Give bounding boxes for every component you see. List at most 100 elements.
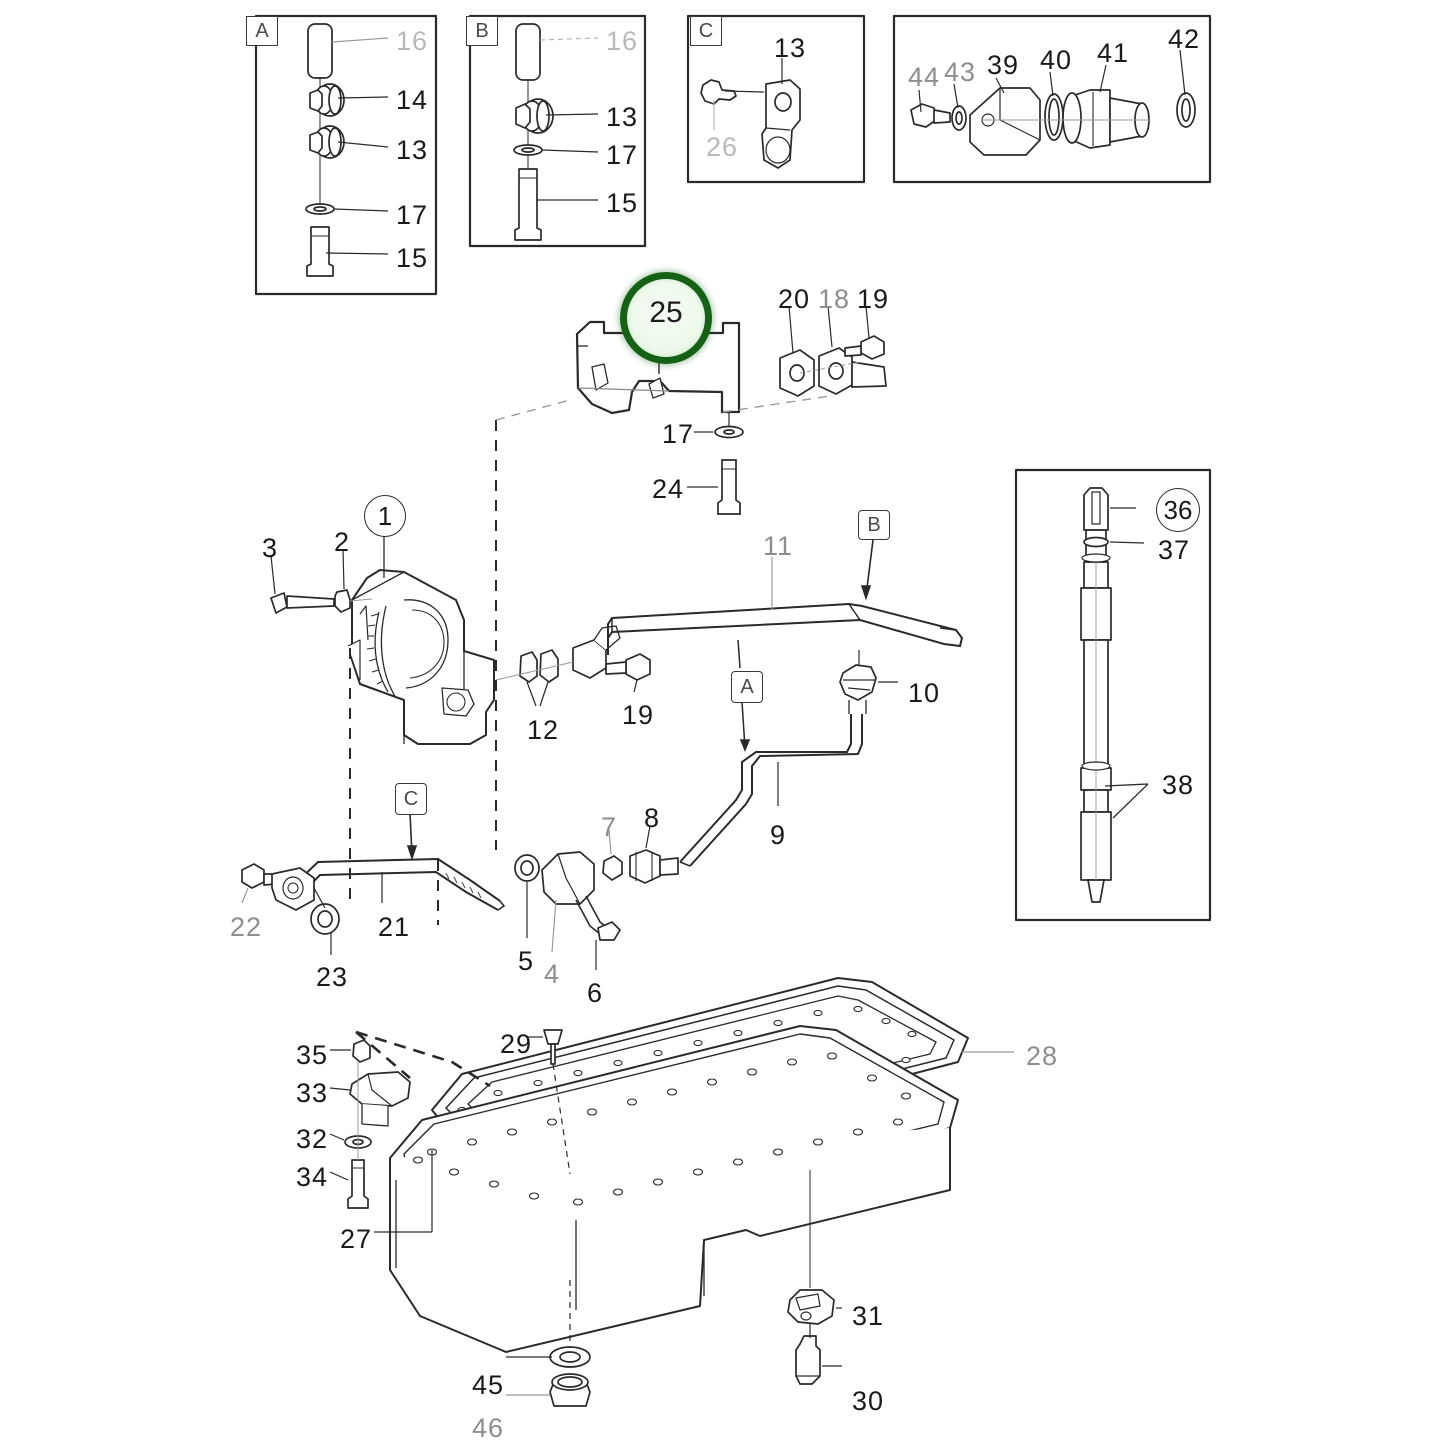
callout-29: 29 [500,1029,533,1059]
part-29-leader [528,1036,571,1175]
callout-8: 8 [644,803,661,833]
parts-21-22-23-leaders [313,872,383,955]
circled-callout-36: 36 [1156,488,1200,532]
dipstick-panel-frame [1014,468,1212,922]
detail-panel-d-frame [892,14,1212,184]
detail-panel-label-b: B [466,16,498,46]
parts-12-19-fittings [495,625,651,683]
callout-11: 11 [763,531,794,561]
bracket-33-guide [355,1030,491,1088]
assembly-guide-lines-thin [495,395,831,421]
part-23-washer [310,903,340,935]
panel-a-leader-lines-dark [325,96,389,255]
callout-19-upper: 19 [857,284,890,314]
callout-44: 44 [908,62,941,92]
panel-c-leader-lines [724,58,783,93]
callout-26-panel-c: 26 [706,132,739,162]
parts-3-2 [270,589,373,614]
callout-45: 45 [472,1370,505,1400]
callout-42: 42 [1168,24,1201,54]
detail-panel-label-c: C [690,16,722,46]
part-27-flange-holes [412,1052,912,1206]
callout-14-panel-a: 14 [396,85,429,115]
callout-34: 34 [296,1162,329,1192]
parts-3-2-leaders [270,548,345,595]
highlighted-callout-25-number: 25 [649,296,683,329]
callout-3: 3 [262,533,279,563]
callout-28: 28 [1026,1041,1059,1071]
callout-4: 4 [544,959,561,989]
part-22-leader [241,887,249,904]
callout-17-panel-b: 17 [606,140,639,170]
callout-39: 39 [987,50,1020,80]
ref-c-leader [406,812,418,861]
callout-5: 5 [518,946,535,976]
ref-b-leader [860,539,874,601]
part-27-leader [374,1150,433,1233]
callout-32: 32 [296,1124,329,1154]
callout-22: 22 [230,912,263,942]
callout-41: 41 [1097,38,1130,68]
panel-b-leader-lines [539,37,599,41]
callout-15-panel-b: 15 [606,188,639,218]
assembly-guide-lines [349,420,497,925]
callout-21: 21 [378,912,411,942]
callout-2: 2 [334,527,351,557]
panel-b-parts [513,23,554,241]
callout-9: 9 [770,820,787,850]
panel-d-parts [910,87,1196,156]
callout-30: 30 [852,1386,885,1416]
parts-33-35-leaders [329,1049,359,1181]
callout-7: 7 [601,812,618,842]
parts-20-18-19 [779,335,887,397]
circled-callout-1: 1 [364,495,406,537]
detail-panel-b-frame [468,14,647,248]
panel-c-parts [700,79,801,169]
parts-45-46-leaders [506,1280,571,1358]
callout-6: 6 [587,978,604,1008]
parts-45-46 [549,1346,591,1407]
parts-17-24-leaders [687,412,730,488]
callout-40: 40 [1040,45,1073,75]
dipstick-leaders [1104,507,1149,819]
callout-38: 38 [1162,770,1195,800]
part-21-pickup-tube [295,857,506,911]
ref-a-leader [737,639,751,753]
part-29-plug [543,1029,563,1065]
callout-23: 23 [316,962,349,992]
callout-13-panel-a: 13 [396,135,429,165]
callout-18: 18 [818,284,851,314]
parts-12-19-leaders [526,679,638,707]
ref-tag-b: B [858,510,890,540]
callout-35: 35 [296,1040,329,1070]
part-9-oil-line [679,714,863,867]
callout-16-panel-a: 16 [396,26,429,56]
parts-7-8-leaders [608,829,612,855]
panel-a-parts [305,23,345,277]
ref-tag-a: A [731,671,763,703]
parts-4-5-6-leaders [526,882,597,970]
highlighted-callout-25[interactable]: 25 [620,272,712,364]
detail-panel-c-frame [686,14,866,184]
callout-10: 10 [908,678,941,708]
parts-4-5-6 [514,851,621,941]
part-4-leader [551,899,557,953]
panel-b-leader-lines-dark [536,113,599,201]
callout-12: 12 [527,715,560,745]
parts-17-24 [714,425,744,515]
callout-43: 43 [944,57,977,87]
callout-15-panel-a: 15 [396,243,429,273]
ref-tag-c: C [395,783,427,815]
parts-31-30-leaders [809,1170,842,1367]
parts-20-18-19-leaders [788,305,870,354]
parts-7-8-fittings [602,849,679,884]
callout-16-panel-b: 16 [606,26,639,56]
callout-19-lower: 19 [622,700,655,730]
part-1-oil-pump [347,569,495,745]
panel-d-leader-lines [918,49,1186,113]
part-11-oil-line [607,602,964,655]
detail-panel-a-frame [254,14,438,296]
callout-13-panel-c: 13 [774,33,807,63]
